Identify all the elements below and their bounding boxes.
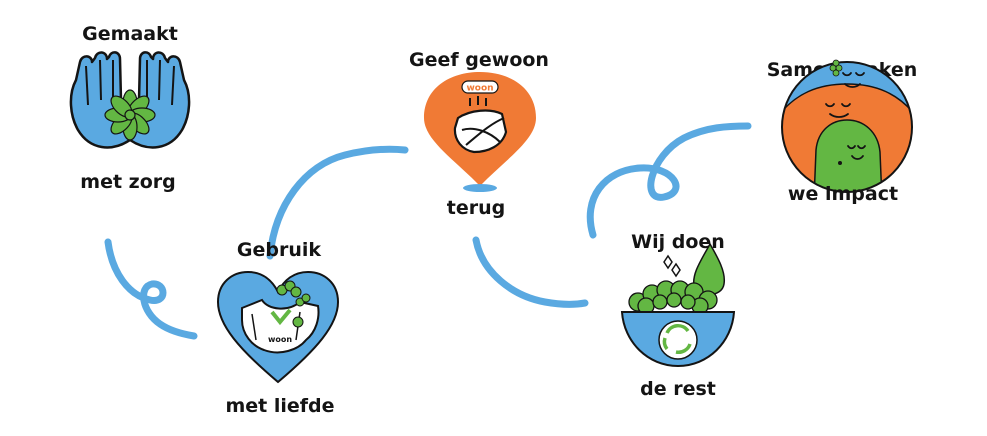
step-use-bottom-label: met liefde bbox=[225, 395, 334, 417]
connector-rest-impact bbox=[586, 122, 752, 239]
step-rest-bottom-label: de rest bbox=[640, 378, 716, 400]
step-made-top-label: Gemaakt bbox=[82, 23, 178, 45]
step-rest: Wij doen de rest bbox=[620, 231, 736, 400]
step-give-top-label: Geef gewoon bbox=[409, 49, 549, 71]
small-flower-icon bbox=[829, 59, 843, 77]
pin-shadow bbox=[463, 184, 497, 192]
connector-use-give bbox=[266, 145, 409, 260]
diaper-brand-text: woon bbox=[268, 335, 292, 344]
step-use-top-label: Gebruik bbox=[237, 239, 321, 261]
hands-flower-icon bbox=[69, 51, 191, 149]
connector-lines bbox=[104, 122, 752, 340]
compost-pile bbox=[628, 280, 718, 315]
step-use: Gebruik woon met liefde bbox=[216, 239, 340, 417]
step-made: Gemaakt met zorg bbox=[69, 23, 191, 193]
step-impact: Samen maken we impact bbox=[767, 59, 918, 205]
heart-diaper-icon: woon bbox=[216, 270, 340, 384]
step-impact-bottom-label: we impact bbox=[788, 183, 898, 205]
step-give-bottom-label: terug bbox=[447, 197, 505, 219]
flower-icon bbox=[104, 89, 156, 141]
pin-bundle-icon: woon bbox=[424, 72, 536, 192]
compost-bowl-icon bbox=[620, 242, 736, 368]
step-give: Geef gewoon woon terug bbox=[409, 49, 549, 219]
connector-made-use bbox=[104, 238, 198, 340]
leaves-icon bbox=[270, 280, 311, 328]
circle-faces-icon bbox=[781, 59, 913, 193]
connector-give-rest bbox=[472, 236, 589, 308]
woon-badge bbox=[461, 80, 499, 94]
step-made-bottom-label: met zorg bbox=[80, 171, 175, 193]
step-rest-top-label: Wij doen bbox=[631, 231, 725, 253]
pin-brand-text: woon bbox=[466, 84, 493, 94]
